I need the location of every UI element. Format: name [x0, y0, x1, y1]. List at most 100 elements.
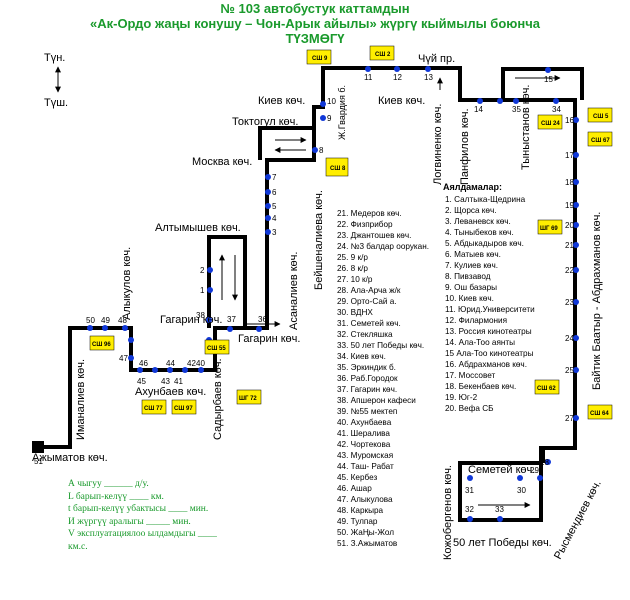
- svg-text:36. Раб.Городок: 36. Раб.Городок: [337, 374, 398, 383]
- route-kiev-loop: [501, 67, 584, 100]
- svg-text:8. Пивзавод: 8. Пивзавод: [445, 272, 491, 281]
- svg-text:23: 23: [565, 298, 574, 307]
- svg-text:31: 31: [465, 486, 474, 495]
- svg-text:14. Ала-Тоо аянты: 14. Ала-Тоо аянты: [445, 338, 515, 347]
- svg-text:3: 3: [272, 228, 277, 237]
- svg-text:39. №55 мектеп: 39. №55 мектеп: [337, 407, 397, 416]
- street-panfilov: Панфилов көч.: [459, 108, 471, 185]
- street-zhgvardiya: Ж.Гвардия б.: [337, 85, 347, 140]
- svg-text:36: 36: [258, 315, 267, 324]
- school-s96-label: СШ 96: [92, 342, 111, 348]
- svg-text:28. Ала-Арча ж/к: 28. Ала-Арча ж/к: [337, 286, 401, 295]
- route-info-box: А чыгуу ______ д/у. L барып-келүү ____ к…: [68, 478, 268, 553]
- street-altymyshev: Алтымышев көч.: [155, 222, 241, 234]
- svg-text:6. Матыев көч.: 6. Матыев көч.: [445, 250, 501, 259]
- svg-text:17: 17: [565, 151, 574, 160]
- svg-text:10. Киев көч.: 10. Киев көч.: [445, 294, 494, 303]
- svg-text:37: 37: [227, 315, 236, 324]
- svg-text:43: 43: [161, 377, 170, 386]
- school-s64-label: СШ 64: [590, 411, 609, 417]
- compass-south-label: Түш.: [44, 97, 68, 109]
- svg-text:44. Таш- Рабат: 44. Таш- Рабат: [337, 462, 394, 471]
- svg-text:13. Россия кинотеатры: 13. Россия кинотеатры: [445, 327, 532, 336]
- info-line-4: И жүргүү аралыгы _____ мин.: [68, 516, 191, 527]
- svg-text:33: 33: [495, 505, 504, 514]
- school-s5-label: СШ 5: [593, 114, 609, 120]
- street-imanaliev: Иманалиев көч.: [75, 359, 87, 440]
- svg-text:9: 9: [327, 114, 332, 123]
- compass: Түн. Түш.: [44, 52, 68, 109]
- svg-text:5: 5: [272, 202, 277, 211]
- svg-text:10: 10: [327, 97, 336, 106]
- svg-text:19: 19: [565, 201, 574, 210]
- svg-text:11. Юрид.Университети: 11. Юрид.Университети: [445, 305, 535, 314]
- title-line-3: ТҮЗМӨГҮ: [285, 31, 345, 46]
- compass-north-label: Түн.: [44, 52, 65, 64]
- svg-text:42. Чортекова: 42. Чортекова: [337, 440, 391, 449]
- street-alykulov: Алыкулов көч.: [121, 247, 133, 320]
- svg-text:37. Гагарин көч.: 37. Гагарин көч.: [337, 385, 397, 394]
- terminus-51-marker: [32, 441, 44, 453]
- route-toktogul-loop: [258, 126, 314, 160]
- title-line-1: № 103 автобустук каттамдын: [220, 1, 410, 16]
- svg-text:24. №3 балдар оорукан.: 24. №3 балдар оорукан.: [337, 242, 429, 251]
- svg-text:2: 2: [200, 266, 205, 275]
- svg-text:46: 46: [139, 359, 148, 368]
- svg-text:46. Ашар: 46. Ашар: [337, 484, 372, 493]
- route-lines: [37, 66, 584, 522]
- title-line-2: «Ак-Ордо жаңы конушу – Чон-Арык айылы» ж…: [89, 16, 540, 31]
- street-ahunbaev: Ахунбаев көч.: [135, 386, 206, 398]
- svg-text:7: 7: [272, 173, 277, 182]
- stops-heading: Аялдамалар:: [443, 182, 502, 192]
- svg-text:42: 42: [187, 359, 196, 368]
- svg-text:43. Муромская: 43. Муромская: [337, 451, 393, 460]
- svg-text:51: 51: [34, 457, 43, 466]
- svg-text:38: 38: [196, 311, 205, 320]
- svg-text:32. Стекляшка: 32. Стекляшка: [337, 330, 393, 339]
- street-beyshenaliev: Бейшеналиева көч.: [313, 190, 325, 290]
- svg-text:49: 49: [101, 316, 110, 325]
- route-main: [37, 66, 577, 522]
- svg-text:25. 9 к/р: 25. 9 к/р: [337, 253, 368, 262]
- school-s77-label: СШ 77: [144, 406, 163, 412]
- svg-text:28: 28: [540, 458, 549, 467]
- svg-text:30: 30: [517, 486, 526, 495]
- svg-text:9. Ош базары: 9. Ош базары: [445, 283, 497, 292]
- direction-arrows: [219, 75, 561, 508]
- svg-text:18. Бекенбаев көч.: 18. Бекенбаев көч.: [445, 382, 516, 391]
- svg-text:2. Щорса көч.: 2. Щорса көч.: [445, 206, 496, 215]
- svg-text:30. ВДНХ: 30. ВДНХ: [337, 308, 373, 317]
- svg-text:6: 6: [272, 188, 277, 197]
- svg-text:5. Абдыкадыров көч.: 5. Абдыкадыров көч.: [445, 239, 524, 248]
- svg-text:41. Шералива: 41. Шералива: [337, 429, 390, 438]
- svg-text:44: 44: [166, 359, 175, 368]
- street-toktogul: Токтогул көч.: [232, 116, 298, 128]
- info-line-6: км.с.: [68, 541, 88, 552]
- svg-text:50: 50: [86, 316, 95, 325]
- svg-text:45: 45: [137, 377, 146, 386]
- school-s8-label: СШ 8: [330, 166, 346, 172]
- svg-text:22: 22: [565, 266, 574, 275]
- svg-text:20: 20: [565, 221, 574, 230]
- svg-text:16: 16: [565, 116, 574, 125]
- svg-text:18: 18: [565, 178, 574, 187]
- svg-text:15 Ала-Тоо кинотеатры: 15 Ала-Тоо кинотеатры: [445, 349, 534, 358]
- svg-text:29: 29: [530, 466, 539, 475]
- street-asanaliev: Асаналиев көч.: [288, 252, 300, 330]
- svg-text:1. Салтыка-Щедрина: 1. Салтыка-Щедрина: [445, 195, 526, 204]
- svg-text:50. ЖаҢы-Жол: 50. ЖаҢы-Жол: [337, 528, 394, 537]
- school-g69-label: ШГ 69: [540, 226, 558, 232]
- route-altymyshev-loop: [207, 235, 247, 328]
- street-kiev-right: Киев көч.: [378, 95, 425, 107]
- info-line-2: L барып-келүү ____ км.: [68, 491, 164, 502]
- street-baytik: Байтик Баатыр - Абдрахманов көч.: [591, 212, 603, 390]
- street-kozhoberg: Кожобергенов көч.: [442, 465, 454, 560]
- svg-text:27: 27: [565, 414, 574, 423]
- stops-list-right: Аялдамалар: 1. Салтыка-Щедрина 2. Щорса …: [443, 182, 535, 413]
- svg-text:1: 1: [200, 286, 205, 295]
- svg-text:16. Абдрахманов көч.: 16. Абдрахманов көч.: [445, 360, 527, 369]
- svg-text:34. Киев көч.: 34. Киев көч.: [337, 352, 386, 361]
- svg-text:21: 21: [565, 241, 574, 250]
- svg-text:11: 11: [364, 73, 373, 82]
